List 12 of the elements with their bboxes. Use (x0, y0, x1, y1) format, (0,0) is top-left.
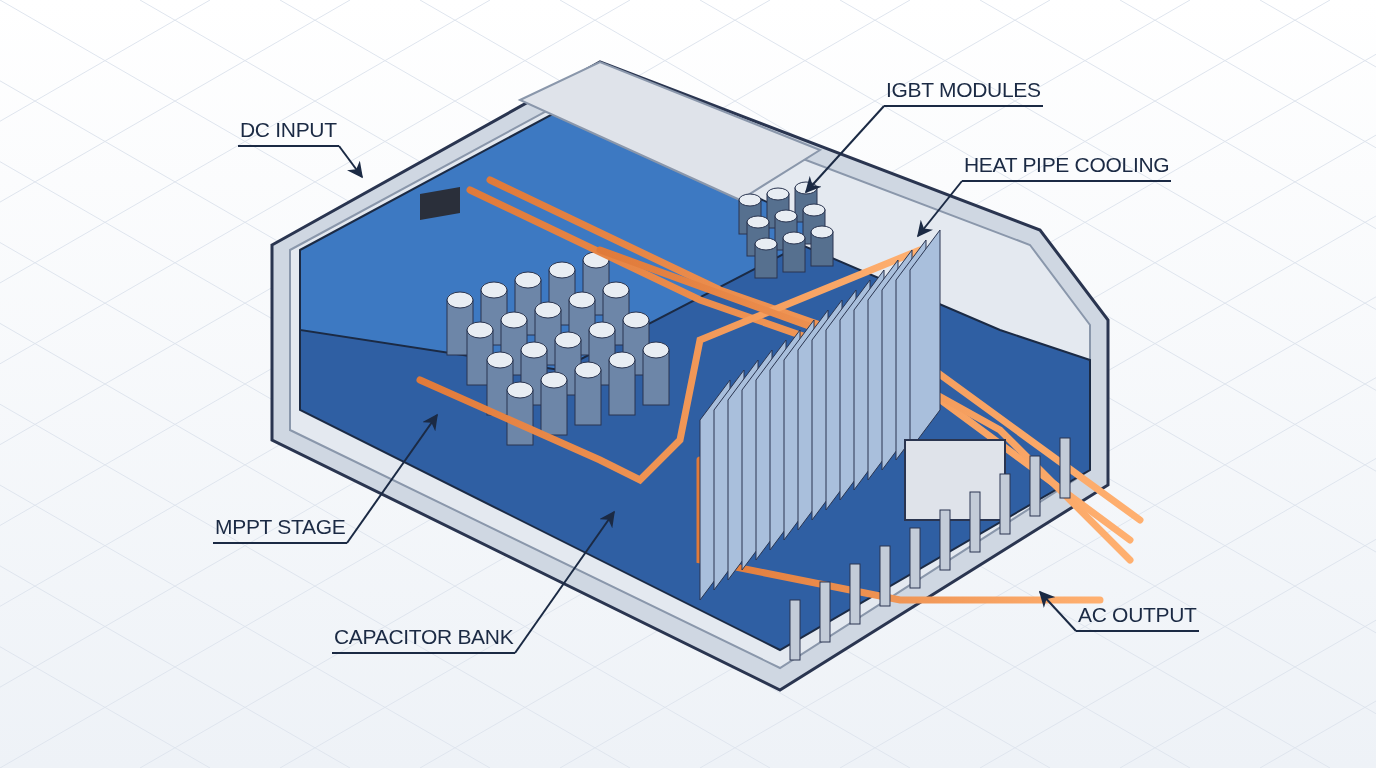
callout-label: MPPT STAGE (213, 515, 348, 544)
leader-line (514, 510, 615, 654)
leader-line (804, 105, 885, 194)
callout-label: IGBT MODULES (884, 78, 1043, 107)
callout-label: HEAT PIPE COOLING (962, 153, 1172, 182)
leader-line (1038, 590, 1077, 632)
callout-label: AC OUTPUT (1076, 603, 1199, 632)
callout-label: CAPACITOR BANK (332, 625, 516, 654)
leader-line (917, 180, 963, 238)
leader-line (338, 145, 363, 179)
callout-label: DC INPUT (238, 118, 339, 147)
leader-line (346, 413, 438, 544)
